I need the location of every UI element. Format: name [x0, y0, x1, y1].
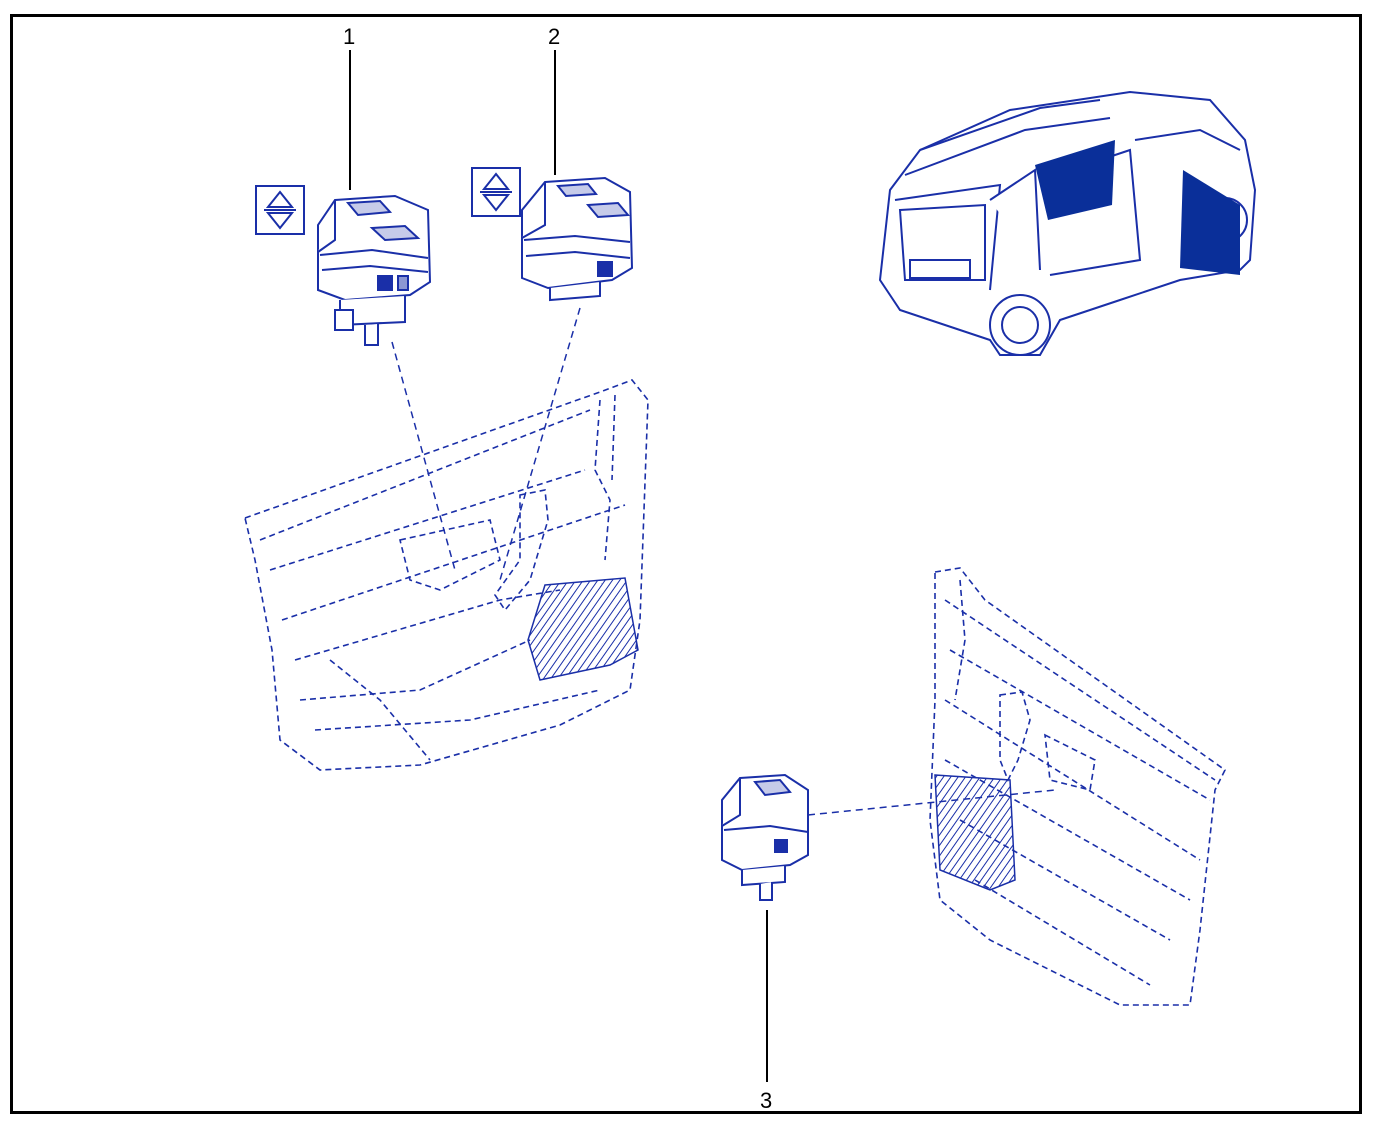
window-switch-single-3: [721, 773, 809, 901]
rear-door-trim-panel: [929, 567, 1227, 1006]
window-switch-double-1: [317, 194, 432, 346]
up-down-arrows-icon: [471, 167, 521, 217]
front-door-speaker-grille: [527, 577, 639, 681]
callout-1-label: 1: [343, 24, 355, 49]
rear-door-speaker-grille: [934, 774, 1016, 891]
callout-3-label: 3: [760, 1088, 772, 1113]
leader-lines: [391, 307, 1056, 816]
vehicle-rear-door-highlight: [1035, 140, 1240, 275]
callout-3: 3: [760, 910, 772, 1113]
callout-2-label: 2: [548, 24, 560, 49]
up-down-arrows-icon: [255, 185, 305, 235]
window-switch-double-2: [521, 176, 634, 302]
callout-2: 2: [548, 24, 560, 175]
front-door-trim-panel: [244, 379, 649, 771]
callout-1: 1: [343, 24, 355, 190]
